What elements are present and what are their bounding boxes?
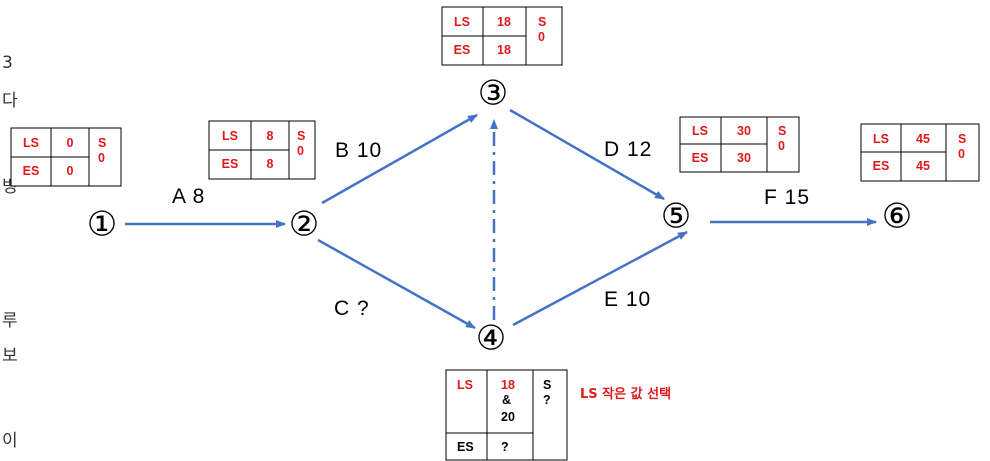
s-label: S <box>98 136 106 150</box>
es-value: 0 <box>67 164 74 178</box>
ls-label: LS <box>457 378 473 392</box>
es-value: ? <box>501 440 509 454</box>
s-value: 0 <box>297 144 304 158</box>
edge-label-a: A 8 <box>172 185 205 208</box>
ls-label: LS <box>454 15 470 29</box>
es-value: 45 <box>916 159 930 173</box>
es-label: ES <box>222 157 239 171</box>
schedule-box-node-2: LS 8 ES 8 S 0 <box>208 120 316 180</box>
edges <box>125 108 877 330</box>
schedule-box-node-6: LS 45 ES 45 S 0 <box>860 123 980 182</box>
node-5: ⑤ <box>661 197 691 237</box>
es-label: ES <box>23 164 40 178</box>
node-1: ① <box>87 205 117 245</box>
ls-value-line2: & <box>502 393 511 407</box>
es-value: 18 <box>497 43 511 57</box>
ls-label: LS <box>692 124 708 138</box>
edge-label-b: B 10 <box>335 139 382 162</box>
ls-value: 45 <box>916 132 930 146</box>
s-value: ? <box>543 393 551 407</box>
s-value: 0 <box>958 147 965 161</box>
node-2: ② <box>289 205 319 245</box>
s-value: 0 <box>538 30 545 44</box>
edge-label-f: F 15 <box>764 186 810 209</box>
side-fragment: 보 <box>2 346 18 366</box>
ls-selection-note: LS 작은 값 선택 <box>580 386 671 402</box>
schedule-box-node-3: LS 18 ES 18 S 0 <box>441 6 563 66</box>
schedule-box-node-4: LS 18 & 20 ES ? S ? <box>445 369 568 461</box>
edge-labels: A 8 B 10 C ? D 12 E 10 F 15 <box>172 138 810 320</box>
ls-value: 30 <box>737 124 751 138</box>
edge-label-d: D 12 <box>604 138 652 161</box>
es-label: ES <box>454 43 471 57</box>
es-label: ES <box>457 440 474 454</box>
s-label: S <box>543 378 551 392</box>
node-4: ④ <box>476 319 506 359</box>
ls-label: LS <box>23 136 39 150</box>
side-fragments: 3 다 병 루 보 이 <box>2 53 18 451</box>
ls-value: 18 <box>497 15 511 29</box>
ls-label: LS <box>222 129 238 143</box>
schedule-box-node-1: LS 0 ES 0 S 0 <box>10 127 122 187</box>
s-label: S <box>538 15 546 29</box>
s-label: S <box>778 124 786 138</box>
s-label: S <box>958 132 966 146</box>
s-value: 0 <box>98 151 105 165</box>
ls-value: 8 <box>267 129 274 143</box>
side-fragment: 다 <box>2 91 18 111</box>
nodes: ① ② ③ ④ ⑤ ⑥ <box>87 74 912 359</box>
side-fragment: 3 <box>2 53 13 73</box>
es-value: 30 <box>737 151 751 165</box>
edge-c-arrow <box>317 238 476 330</box>
node-6: ⑥ <box>882 197 912 237</box>
es-value: 8 <box>267 157 274 171</box>
edge-d-arrow <box>509 108 665 201</box>
edge-label-e: E 10 <box>604 288 651 311</box>
ls-value-line3: 20 <box>501 410 515 424</box>
ls-value-line1: 18 <box>501 378 515 392</box>
ls-label: LS <box>873 132 889 146</box>
side-fragment: 이 <box>2 431 18 451</box>
es-label: ES <box>692 151 709 165</box>
schedule-box-node-5: LS 30 ES 30 S 0 <box>679 116 800 173</box>
side-fragment: 루 <box>2 311 18 331</box>
edge-label-c: C ? <box>334 297 370 320</box>
ls-value: 0 <box>67 136 74 150</box>
s-label: S <box>297 129 305 143</box>
edge-e-arrow <box>512 230 688 327</box>
edge-b-arrow <box>321 113 478 205</box>
es-label: ES <box>873 159 890 173</box>
s-value: 0 <box>778 139 785 153</box>
node-3: ③ <box>478 74 508 114</box>
